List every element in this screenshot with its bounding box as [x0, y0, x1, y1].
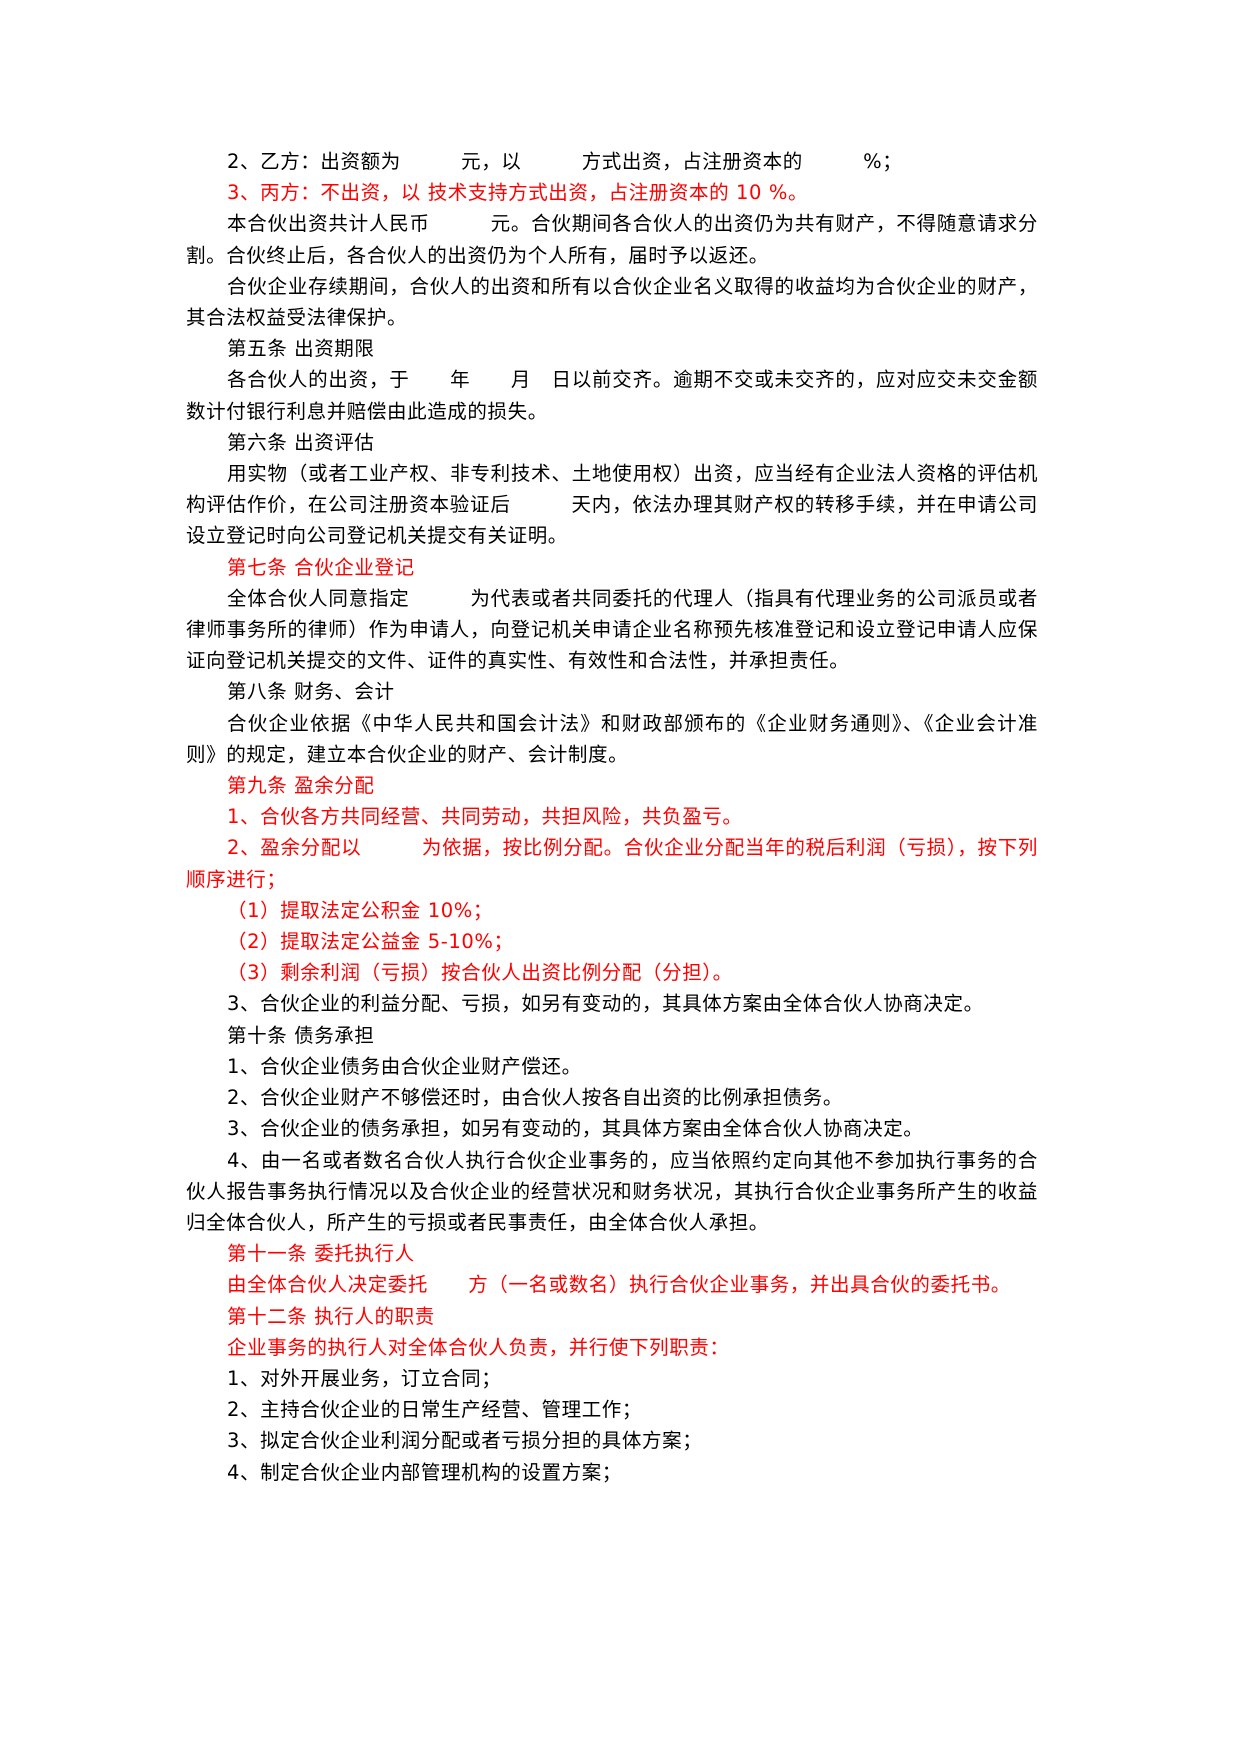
- paragraph-party-c-contribution: 3、丙方：不出资，以 技术支持方式出资，占注册资本的 10 %。: [227, 181, 809, 205]
- paragraph-accounting: 合伙企业依据《中华人民共和国会计法》和财政部颁布的《企业财务通则》、《企业会计准…: [186, 711, 1038, 766]
- paragraph-debt-item-2: 2、合伙企业财产不够偿还时，由合伙人按各自出资的比例承担债务。: [227, 1086, 844, 1110]
- paragraph-profit-item-1: 1、合伙各方共同经营、共同劳动，共担风险，共负盈亏。: [227, 805, 743, 829]
- paragraph-profit-item-3: 3、合伙企业的利益分配、亏损，如另有变动的，其具体方案由全体合伙人协商决定。: [227, 992, 984, 1016]
- paragraph-debt-item-3: 3、合伙企业的债务承担，如另有变动的，其具体方案由全体合伙人协商决定。: [227, 1117, 924, 1141]
- paragraph-executor-appointment: 由全体合伙人决定委托 方（一名或数名）执行合伙企业事务，并出具合伙的委托书。: [227, 1273, 1011, 1297]
- paragraph-partnership-property: 合伙企业存续期间，合伙人的出资和所有以合伙企业名义取得的收益均为合伙企业的财产，…: [186, 274, 1038, 330]
- paragraph-contribution-evaluation: 用实物（或者工业产权、非专利技术、土地使用权）出资，应当经有企业法人资格的评估机…: [186, 462, 1038, 548]
- paragraph-executor-duties-intro: 企业事务的执行人对全体合伙人负责，并行使下列职责：: [227, 1335, 730, 1359]
- heading-article-7: 第七条 合伙企业登记: [227, 555, 415, 579]
- paragraph-duty-item-2: 2、主持合伙企业的日常生产经营、管理工作；: [227, 1398, 643, 1422]
- document-page: 2、乙方：出资额为 元，以 方式出资，占注册资本的 %； 3、丙方：不出资，以 …: [186, 146, 1038, 1488]
- paragraph-debt-item-4: 4、由一名或者数名合伙人执行合伙企业事务的，应当依照约定向其他不参加执行事务的合…: [186, 1148, 1038, 1234]
- paragraph-duty-item-4: 4、制定合伙企业内部管理机构的设置方案；: [227, 1460, 622, 1484]
- heading-article-5: 第五条 出资期限: [227, 337, 375, 361]
- heading-article-12: 第十二条 执行人的职责: [227, 1304, 435, 1328]
- paragraph-duty-item-3: 3、拟定合伙企业利润分配或者亏损分担的具体方案；: [227, 1429, 703, 1453]
- heading-article-11: 第十一条 委托执行人: [227, 1242, 415, 1266]
- heading-article-10: 第十条 债务承担: [227, 1023, 375, 1047]
- paragraph-profit-subitem-3: （3）剩余利润（亏损）按合伙人出资比例分配（分担）。: [227, 961, 733, 985]
- paragraph-duty-item-1: 1、对外开展业务，订立合同；: [227, 1366, 502, 1390]
- heading-article-9: 第九条 盈余分配: [227, 774, 375, 798]
- paragraph-contribution-deadline: 各合伙人的出资，于 年 月 日以前交齐。逾期不交或未交齐的，应对应交未交金额数计…: [186, 368, 1038, 423]
- heading-article-8: 第八条 财务、会计: [227, 680, 395, 704]
- paragraph-total-contribution: 本合伙出资共计人民币 元。合伙期间各合伙人的出资仍为共有财产，不得随意请求分割。…: [186, 212, 1038, 267]
- paragraph-profit-subitem-1: （1）提取法定公积金 10%；: [227, 898, 493, 922]
- paragraph-party-b-contribution: 2、乙方：出资额为 元，以 方式出资，占注册资本的 %；: [227, 150, 903, 173]
- paragraph-registration: 全体合伙人同意指定 为代表或者共同委托的代理人（指具有代理业务的公司派员或者律师…: [186, 586, 1038, 673]
- paragraph-profit-subitem-2: （2）提取法定公益金 5-10%；: [227, 930, 514, 954]
- heading-article-6: 第六条 出资评估: [227, 430, 375, 454]
- paragraph-profit-item-2: 2、盈余分配以 为依据，按比例分配。合伙企业分配当年的税后利润（亏损），按下列顺…: [186, 836, 1038, 891]
- paragraph-debt-item-1: 1、合伙企业债务由合伙企业财产偿还。: [227, 1054, 582, 1078]
